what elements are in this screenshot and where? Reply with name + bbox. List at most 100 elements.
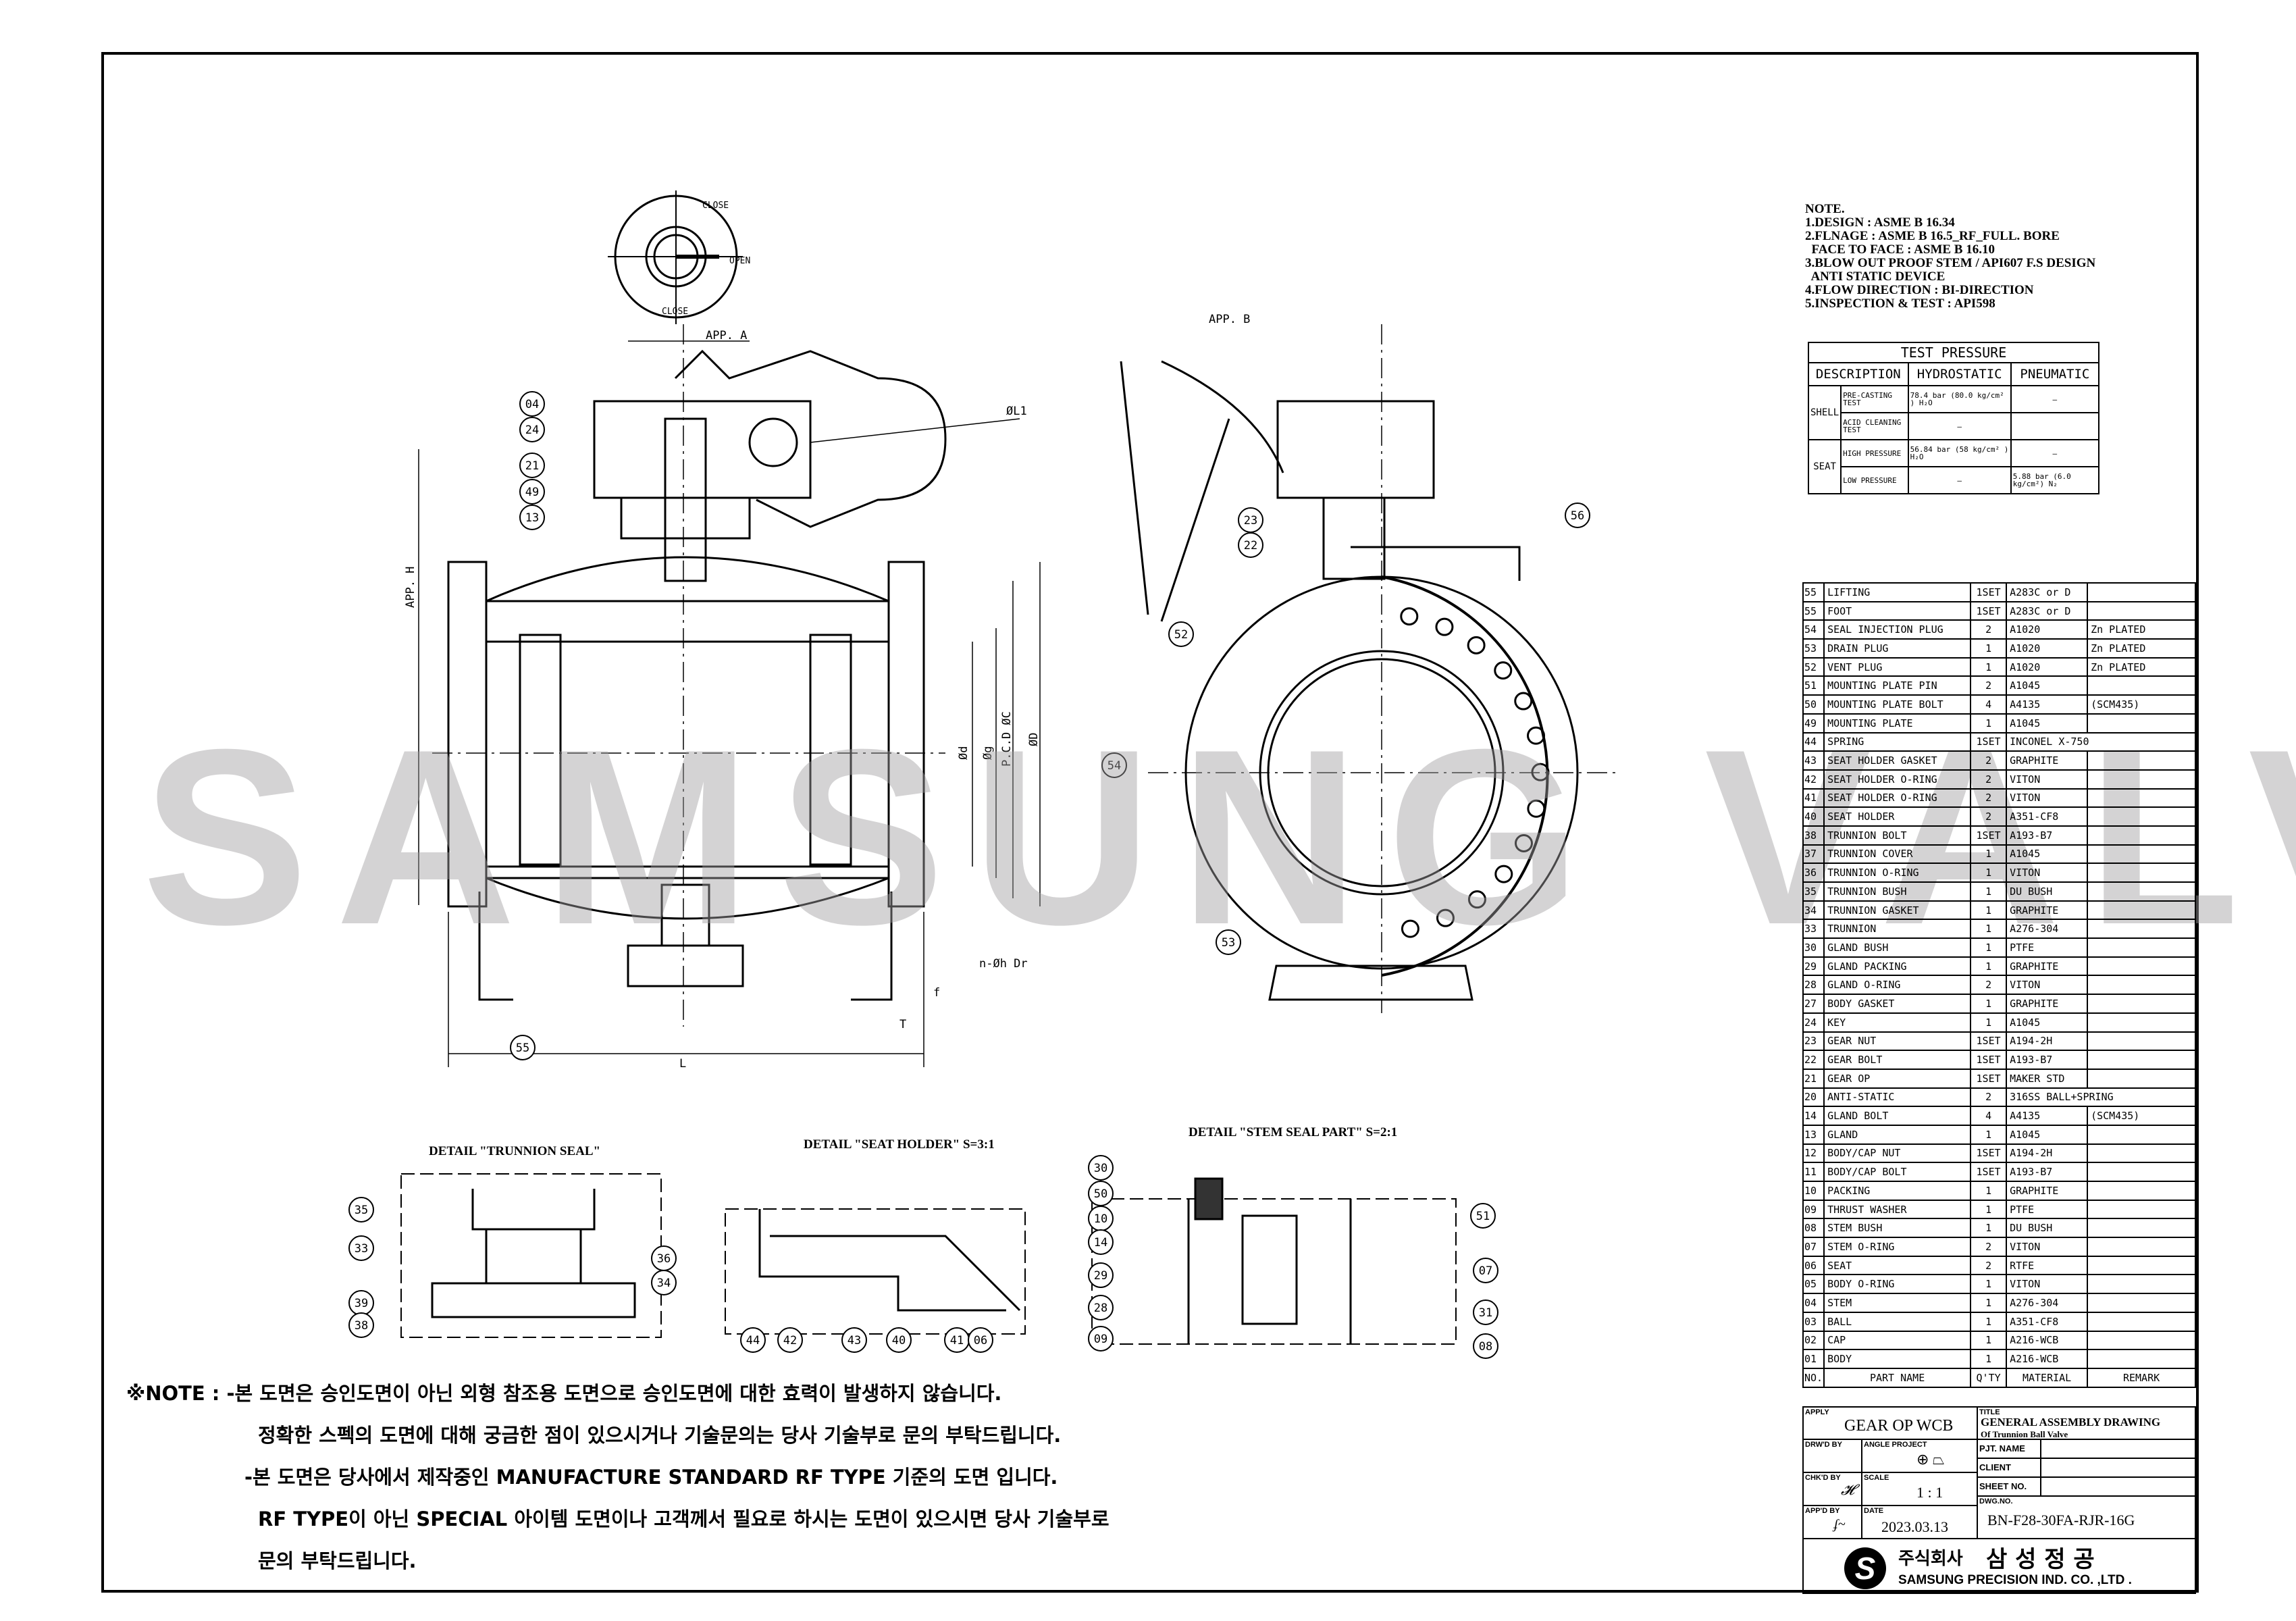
drawn-by-label: DRW'D BY — [1805, 1441, 1842, 1449]
apply-label: APPLY — [1805, 1408, 1829, 1416]
part-material: INCONEL X-750 — [2006, 731, 2196, 752]
part-material: 316SS BALL+SPRING — [2006, 1087, 2196, 1108]
balloon-circle — [1473, 1333, 1498, 1359]
part-qty: 1SET — [1970, 1031, 2008, 1052]
part-remark — [2087, 1143, 2196, 1164]
balloon-stem: 10 — [1088, 1206, 1114, 1231]
tp-desc: PRE-CASTING TEST — [1840, 385, 1909, 413]
part-material: A1020 — [2006, 657, 2089, 677]
seat-label: SEAT — [1807, 439, 1842, 494]
part-name: SEAL INJECTION PLUG — [1823, 619, 1972, 640]
part-no: 23 — [1802, 1031, 1825, 1052]
part-qty: 1SET — [1970, 731, 2008, 752]
notes-heading: NOTE. — [1805, 202, 1845, 216]
part-name: FOOT — [1823, 600, 1972, 621]
apply-value: GEAR OP WCB — [1844, 1417, 1954, 1435]
balloon-circle — [1238, 532, 1263, 558]
balloon-number: 51 — [1476, 1210, 1490, 1223]
client-value — [2040, 1459, 2196, 1478]
part-remark — [2087, 1012, 2196, 1033]
part-qty: 1 — [1970, 900, 2008, 921]
front-view — [418, 324, 1041, 1067]
part-qty: 1 — [1970, 844, 2008, 865]
balloon-circle — [1088, 1229, 1114, 1255]
part-material: VITON — [2006, 1237, 2089, 1257]
part-remark — [2087, 881, 2196, 902]
part-qty: 2 — [1970, 619, 2008, 640]
bolt-hole — [1435, 617, 1454, 636]
part-material: A351-CF8 — [2006, 1311, 2089, 1332]
balloon-number: 21 — [525, 459, 539, 473]
balloon-number: 14 — [1094, 1236, 1107, 1250]
part-material: VITON — [2006, 975, 2089, 996]
balloon-circle — [651, 1270, 677, 1295]
part-name: TRUNNION BUSH — [1823, 881, 1972, 902]
part-name: VENT PLUG — [1823, 657, 1972, 677]
part-no: 34 — [1802, 900, 1825, 921]
bolt-hole — [1527, 799, 1546, 818]
part-name: BODY/CAP NUT — [1823, 1143, 1972, 1164]
balloon-number: 53 — [1222, 936, 1235, 950]
part-qty: 1 — [1970, 919, 2008, 940]
part-name: TRUNNION — [1823, 919, 1972, 940]
company-prefix-kr: 주식회사 — [1898, 1549, 1963, 1569]
balloon-circle — [519, 391, 545, 417]
part-name: ANTI-STATIC — [1823, 1087, 1972, 1108]
balloon-side: 23 — [1238, 507, 1263, 533]
tp-pneu: – — [2010, 385, 2100, 413]
tp-pneu: – — [2010, 439, 2100, 467]
date-value: 2023.03.13 — [1881, 1518, 1948, 1535]
part-qty: 2 — [1970, 1087, 2008, 1108]
balloon-number: 22 — [1244, 539, 1257, 552]
bolt-hole — [1527, 726, 1546, 745]
part-qty: 1 — [1970, 657, 2008, 677]
part-name: THRUST WASHER — [1823, 1199, 1972, 1220]
balloon-circle — [1101, 752, 1127, 778]
detail-title-trunnion: DETAIL "TRUNNION SEAL" — [429, 1144, 600, 1158]
balloon-side: 22 — [1238, 532, 1263, 558]
part-qty: 1 — [1970, 863, 2008, 883]
part-no: 55 — [1802, 582, 1825, 602]
tp-hydro: – — [1907, 412, 2012, 440]
part-material: A194-2H — [2006, 1031, 2089, 1052]
note-line: 3.BLOW OUT PROOF STEM / API607 F.S DESIG… — [1805, 256, 2096, 270]
balloon-circle — [1088, 1155, 1114, 1181]
balloon-trunnion: 35 — [348, 1197, 374, 1223]
part-material: GRAPHITE — [2006, 900, 2089, 921]
part-no: 42 — [1802, 769, 1825, 790]
scale-label: SCALE — [1864, 1474, 1889, 1482]
part-material: A1045 — [2006, 1124, 2089, 1145]
part-qty: 2 — [1970, 1255, 2008, 1276]
balloon-stem: 14 — [1088, 1229, 1114, 1255]
part-name: SEAT HOLDER O-RING — [1823, 769, 1972, 790]
part-name: BODY GASKET — [1823, 994, 1972, 1014]
part-material: PTFE — [2006, 937, 2089, 958]
projection-symbol-icon: ⊕ ⏢ — [1916, 1451, 1945, 1468]
bolt-hole — [1436, 908, 1455, 927]
part-name: GLAND BOLT — [1823, 1106, 1972, 1126]
part-name: MOUNTING PLATE BOLT — [1823, 694, 1972, 715]
part-remark — [2087, 1293, 2196, 1313]
part-qty: 1 — [1970, 1293, 2008, 1313]
part-remark — [2087, 863, 2196, 883]
part-qty: 1 — [1970, 881, 2008, 902]
part-no: 22 — [1802, 1050, 1825, 1070]
balloon-circle — [1565, 503, 1590, 528]
part-material: VITON — [2006, 1274, 2089, 1295]
position-indicator — [608, 190, 743, 324]
dim-app-a: APP. A — [706, 329, 747, 342]
part-name: TRUNNION GASKET — [1823, 900, 1972, 921]
part-name: SEAT — [1823, 1255, 1972, 1276]
bolt-hole — [1467, 636, 1486, 654]
dim-d-small: Ød — [957, 746, 970, 760]
part-remark — [2087, 769, 2196, 790]
part-no: 41 — [1802, 788, 1825, 808]
part-material: A216-WCB — [2006, 1349, 2089, 1369]
part-name: TRUNNION COVER — [1823, 844, 1972, 865]
part-material: A1045 — [2006, 675, 2089, 696]
